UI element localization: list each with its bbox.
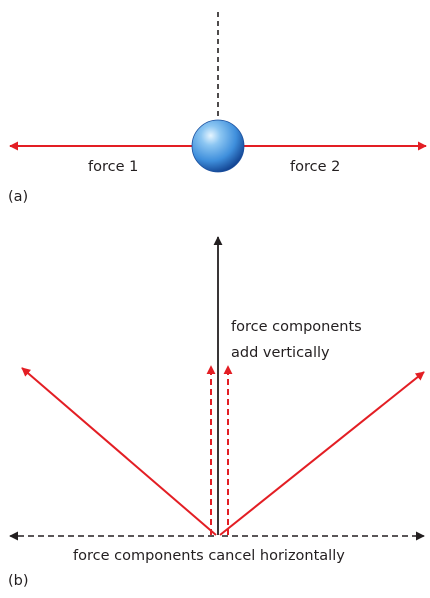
left-force-arrow-b xyxy=(22,368,216,535)
ball xyxy=(192,120,244,172)
panel-a-label: (a) xyxy=(8,189,28,205)
vertical-caption-line1: force components xyxy=(231,319,362,335)
panel-b: force components add vertically force co… xyxy=(8,237,424,589)
right-force-arrow-b xyxy=(220,372,424,535)
force-2-label: force 2 xyxy=(290,159,340,175)
horizontal-caption: force components cancel horizontally xyxy=(73,548,345,564)
panel-a: force 1 force 2 (a) xyxy=(8,12,426,205)
vertical-caption-line2: add vertically xyxy=(231,345,330,361)
force-1-label: force 1 xyxy=(88,159,138,175)
panel-b-label: (b) xyxy=(8,573,29,589)
